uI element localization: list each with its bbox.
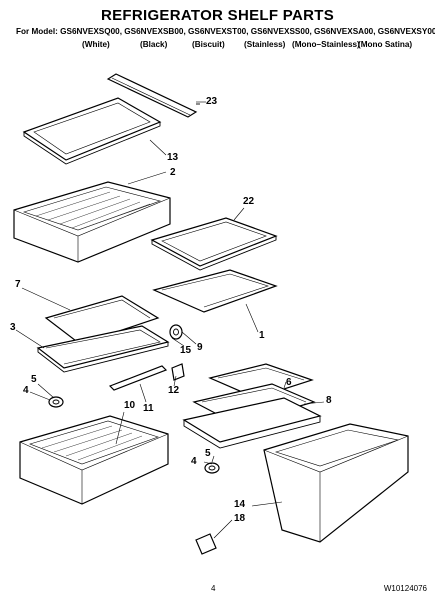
- callout-1: 1: [259, 330, 265, 341]
- part-1-glass-shelf: [152, 269, 278, 313]
- callout-4-lower: 4: [191, 456, 197, 467]
- page-title: REFRIGERATOR SHELF PARTS: [100, 7, 335, 24]
- part-22-shelf-frame: [150, 217, 278, 271]
- part-13-shelf-frame: [22, 97, 162, 165]
- model-list: For Model: GS6NVEXSQ00, GS6NVEXSB00, GS6…: [16, 27, 435, 36]
- callout-3: 3: [10, 322, 16, 333]
- color-biscuit: (Biscuit): [192, 40, 225, 49]
- document-number: W10124076: [383, 584, 427, 593]
- part-7-glass-shelf: [44, 295, 160, 345]
- color-mono-stainless: (Mono–Stainless): [292, 40, 360, 49]
- callout-5-upper: 5: [31, 374, 37, 385]
- callout-5-lower: 5: [205, 448, 211, 459]
- callout-6: 6: [286, 377, 292, 388]
- part-9-roller: [169, 324, 183, 340]
- page-number: 4: [211, 584, 216, 593]
- part-12-clip: [171, 363, 185, 381]
- part-8-frame: [182, 397, 322, 449]
- part-18-slide: [195, 533, 217, 555]
- callout-22: 22: [243, 196, 255, 207]
- part-23-trim: [106, 73, 200, 118]
- color-stainless: (Stainless): [244, 40, 286, 49]
- callout-9: 9: [197, 342, 203, 353]
- part-3-shelf-frame: [36, 325, 170, 373]
- color-white: (White): [82, 40, 110, 49]
- callout-2: 2: [170, 167, 176, 178]
- callout-11: 11: [143, 403, 154, 414]
- callout-13: 13: [167, 152, 179, 163]
- part-4-5-screw-upper: [48, 396, 64, 408]
- color-mono-satina: (Mono Satina): [358, 40, 413, 49]
- callout-12: 12: [168, 385, 180, 396]
- color-black: (Black): [140, 40, 168, 49]
- part-4-5-screw-lower: [204, 462, 220, 474]
- callout-7: 7: [15, 279, 21, 290]
- callout-18: 18: [234, 513, 246, 524]
- part-10-crisper-drawer: [19, 415, 169, 505]
- callout-8: 8: [326, 395, 332, 406]
- part-14-pan: [263, 423, 409, 543]
- callout-15: 15: [180, 345, 192, 356]
- callout-10: 10: [124, 400, 136, 411]
- callout-14: 14: [234, 499, 246, 510]
- callout-4-upper: 4: [23, 385, 29, 396]
- leader-lines: [15, 101, 325, 539]
- part-2-crisper-drawer: [13, 181, 171, 263]
- callout-23: 23: [206, 96, 218, 107]
- part-11-slide-rail: [108, 365, 168, 391]
